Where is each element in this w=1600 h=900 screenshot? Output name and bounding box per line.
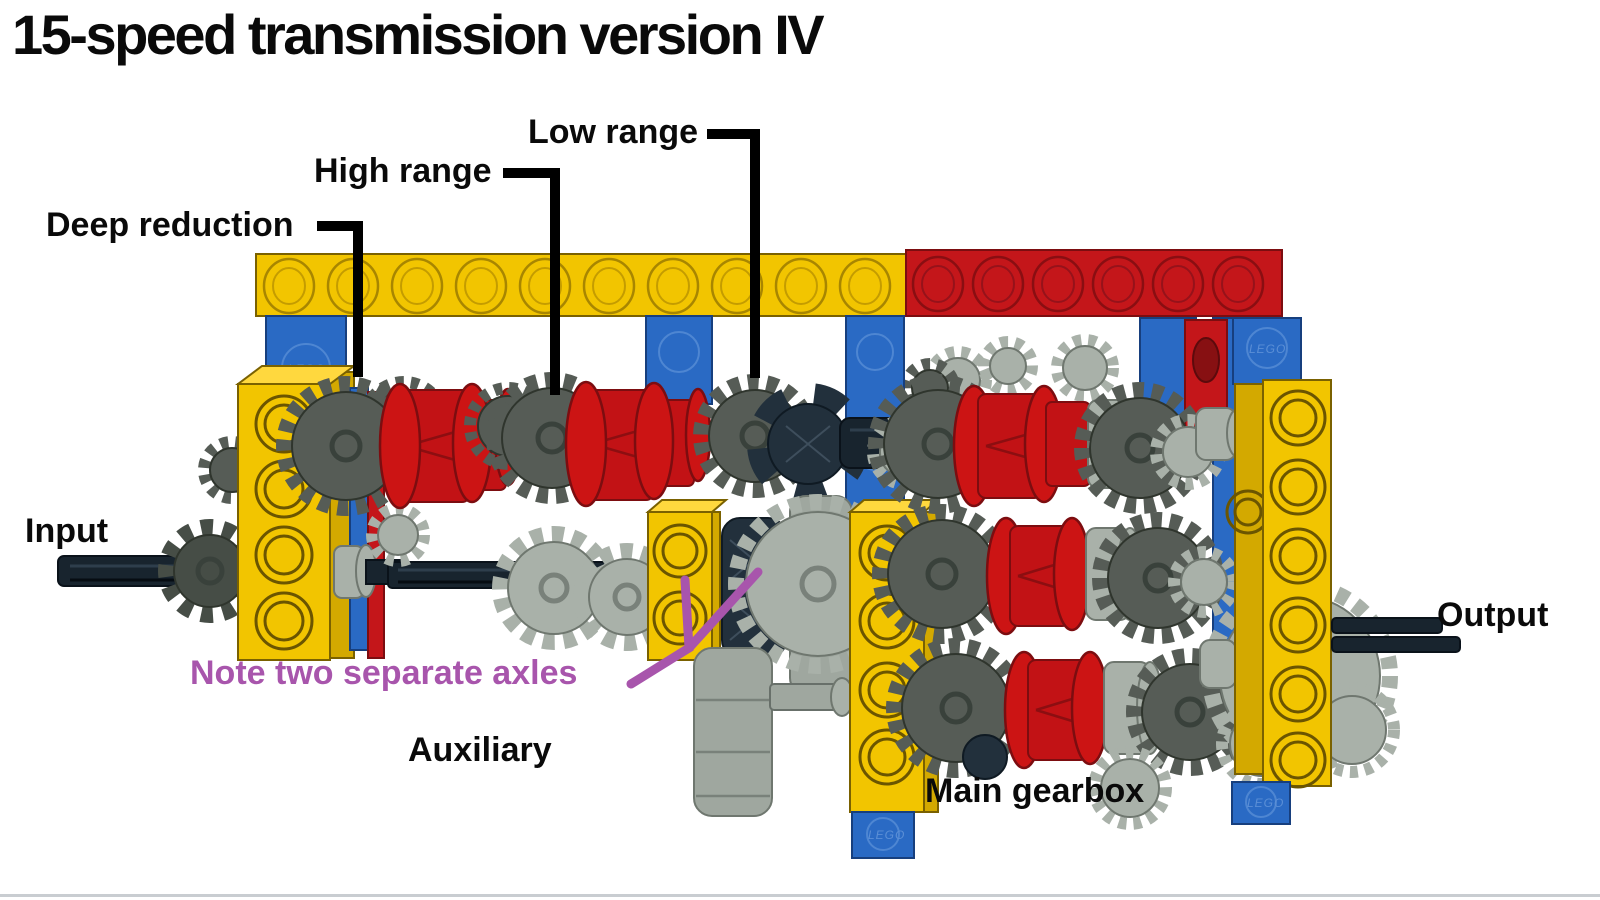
main-gearbox xyxy=(868,374,1254,830)
bottom-divider xyxy=(0,894,1600,897)
red-pulley-cluster-2 xyxy=(564,380,712,508)
callout-lines xyxy=(317,129,760,395)
red-studs xyxy=(911,255,1265,313)
callout-high-range xyxy=(503,168,560,395)
aux-axle xyxy=(769,677,857,717)
label-deep-reduction: Deep reduction xyxy=(46,206,294,244)
label-note-axles: Note two separate axles xyxy=(190,654,578,692)
output-axle xyxy=(1331,617,1461,653)
label-high-range: High range xyxy=(314,152,492,190)
lego-stud-logo: LEGO xyxy=(1249,342,1286,356)
lego-stud-logo: LEGO xyxy=(868,828,905,842)
label-auxiliary: Auxiliary xyxy=(408,731,552,769)
callout-deep-reduction xyxy=(317,221,363,377)
label-low-range: Low range xyxy=(528,113,699,151)
note-pointer xyxy=(626,567,763,689)
label-input: Input xyxy=(25,512,109,550)
callout-low-range xyxy=(707,129,760,378)
label-main-gearbox: Main gearbox xyxy=(925,772,1145,810)
right-frame-beam: LEGO xyxy=(1225,379,1332,825)
top-red-beam xyxy=(905,249,1283,317)
technic-holes-right xyxy=(1269,389,1327,789)
label-output: Output xyxy=(1437,596,1549,634)
gearbox-row-2 xyxy=(872,504,1240,644)
gearbox-row-1 xyxy=(868,374,1226,514)
page-title: 15-speed transmission version IV xyxy=(12,3,825,66)
lego-stud-logo: LEGO xyxy=(1247,796,1284,810)
aux-left-beam xyxy=(645,499,729,661)
gray-tower-lower xyxy=(693,647,773,817)
